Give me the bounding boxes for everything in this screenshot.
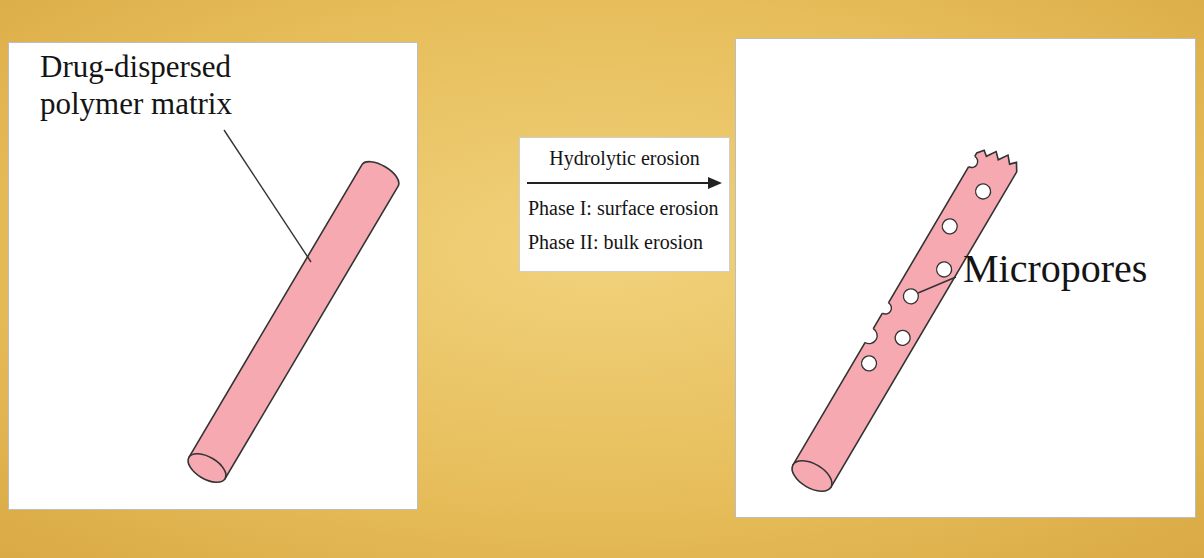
matrix-panel: Drug-dispersed polymer matrix [8,42,418,510]
notch-edge [865,329,880,347]
micropore [859,353,880,374]
process-box: Hydrolytic erosionPhase I: surface erosi… [519,137,730,272]
part-label: Micropores [963,245,1147,293]
arrow-head [708,177,722,189]
panel-fill [735,38,1196,518]
leader-line [224,130,311,262]
part-label: Drug-dispersed polymer matrix [40,48,255,122]
leader-line [918,277,956,293]
phase-label: Phase II: bulk erosion [528,230,703,254]
rod-end [183,448,230,488]
notch [877,300,893,316]
rod-end [787,454,837,497]
micropore [973,181,994,202]
notch [858,325,880,347]
micropore [934,259,955,280]
phase-label: Phase I: surface erosion [528,196,719,220]
notch-edge [969,156,980,169]
panel-fill [8,42,418,510]
eroded-rod [780,137,1022,498]
notch [963,153,979,169]
micropore [939,216,960,237]
micropore [892,328,913,349]
notch-edge [882,303,893,316]
micropore [901,286,922,307]
process-arrow [527,182,710,184]
panel-fill [519,137,730,272]
process-label: Hydrolytic erosion [549,146,700,170]
rod-body [189,156,403,479]
rod-body [793,141,1022,487]
eroded-panel: Micropores [735,38,1196,518]
polymer-rod [183,156,403,488]
